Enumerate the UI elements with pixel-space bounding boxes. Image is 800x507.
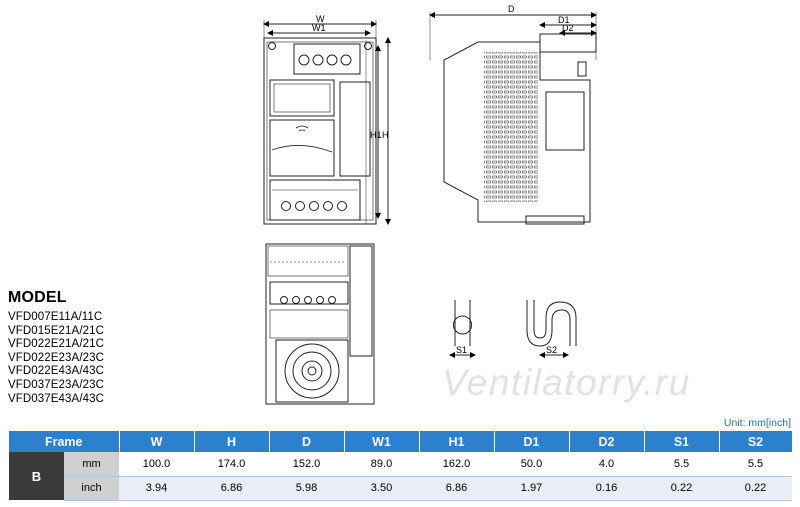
header-d: D — [269, 431, 345, 452]
dim-h1-label: H1 — [370, 130, 382, 140]
watermark: Ventilatorry.ru — [442, 362, 691, 403]
slot-detail-s1 — [449, 300, 476, 358]
table-cell: 5.5 — [644, 452, 719, 477]
model-item: VFD015E21A/21C — [8, 324, 105, 337]
unit-cell: inch — [64, 476, 119, 501]
table-cell: 162.0 — [419, 452, 494, 477]
model-item: VFD037E43A/43C — [8, 392, 105, 405]
dim-d2-label: D2 — [562, 23, 574, 33]
table-cell: 100.0 — [119, 452, 194, 477]
slot-detail-s2 — [526, 300, 577, 358]
table-cell: 6.86 — [419, 476, 494, 501]
model-item: VFD037E23A/23C — [8, 378, 105, 391]
table-row: B mm 100.0 174.0 152.0 89.0 162.0 50.0 4… — [9, 452, 792, 500]
bottom-view — [265, 243, 375, 405]
table-cell: 5.5 — [719, 452, 792, 477]
dim-w-label: W — [316, 14, 325, 24]
dimension-drawing: W W1 H1 H D D1 D2 — [263, 4, 597, 405]
dim-s2-label: S2 — [546, 345, 557, 355]
table-row: inch 3.94 6.86 5.98 3.50 6.86 1.97 0.16 … — [9, 476, 792, 501]
header-frame: Frame — [9, 431, 120, 452]
side-view — [429, 12, 597, 225]
table-cell: 3.50 — [344, 476, 419, 501]
header-d2: D2 — [569, 431, 645, 452]
dim-w1-label: W1 — [312, 23, 326, 33]
header-s2: S2 — [719, 431, 793, 452]
unit-note: Unit: mm[inch] — [723, 417, 791, 429]
table-cell: 4.0 — [569, 452, 644, 477]
table-header-row: Frame W H D W1 H1 D1 D2 S1 S2 — [9, 431, 793, 452]
frame-cell: B — [9, 452, 64, 500]
header-w1: W1 — [344, 431, 420, 452]
header-h: H — [194, 431, 270, 452]
table-cell: 174.0 — [194, 452, 269, 477]
model-item: VFD022E23A/23C — [8, 351, 105, 364]
model-item: VFD022E21A/21C — [8, 338, 105, 351]
model-block: MODEL VFD007E11A/11C VFD015E21A/21C VFD0… — [8, 289, 148, 406]
dim-h-label: H — [382, 130, 389, 140]
dim-d-label: D — [508, 4, 515, 14]
dim-s1-label: S1 — [456, 345, 467, 355]
header-w: W — [119, 431, 195, 452]
table-cell: 1.97 — [494, 476, 569, 501]
table-cell: 0.22 — [719, 476, 792, 501]
table-cell: 0.16 — [569, 476, 644, 501]
model-list: VFD007E11A/11C VFD015E21A/21C VFD022E21A… — [8, 311, 148, 406]
unit-cell: mm — [64, 452, 119, 477]
table-cell: 50.0 — [494, 452, 569, 477]
model-item: VFD022E43A/43C — [8, 365, 105, 378]
header-h1: H1 — [419, 431, 495, 452]
table-cell: 89.0 — [344, 452, 419, 477]
header-s1: S1 — [644, 431, 720, 452]
model-item: VFD007E11A/11C — [8, 311, 103, 323]
model-title: MODEL — [8, 289, 67, 306]
front-view — [263, 20, 391, 225]
header-d1: D1 — [494, 431, 570, 452]
table-cell: 6.86 — [194, 476, 269, 501]
table-cell: 0.22 — [644, 476, 719, 501]
table-cell: 152.0 — [269, 452, 344, 477]
spec-table: Frame W H D W1 H1 D1 D2 S1 S2 B mm 100.0… — [9, 431, 793, 501]
table-cell: 3.94 — [119, 476, 194, 501]
dim-d1-label: D1 — [558, 15, 570, 25]
table-cell: 5.98 — [269, 476, 344, 501]
